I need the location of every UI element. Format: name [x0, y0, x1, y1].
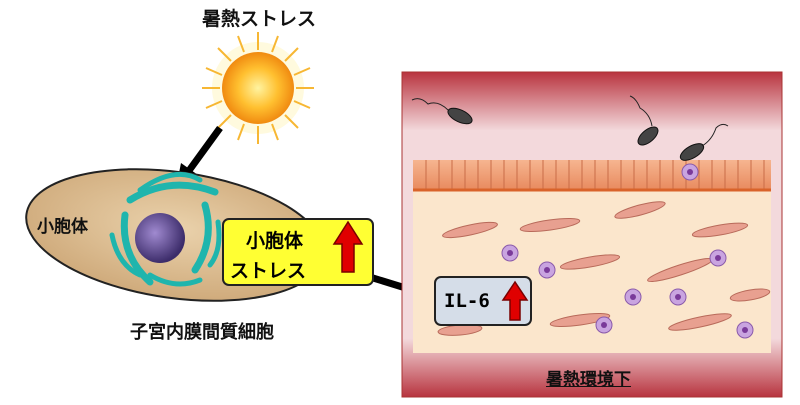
er-stress-line2: ストレス — [230, 260, 307, 282]
heat-stress-label: 暑熱ストレス — [202, 8, 317, 30]
cell-name-label: 子宮内膜間質細胞 — [130, 322, 274, 343]
tissue-panel — [401, 71, 783, 398]
sun-icon — [202, 32, 314, 144]
er-stress-line1: 小胞体 — [246, 230, 304, 252]
immune-cell-nuclei — [507, 169, 748, 333]
nucleus — [135, 213, 185, 263]
epithelium-layer — [413, 160, 771, 190]
golgi-label: 小胞体 — [37, 217, 88, 237]
er-stress-box: 小胞体 ストレス — [222, 218, 374, 286]
il6-label: IL-6 — [444, 290, 490, 312]
immune-cells — [501, 163, 754, 339]
environment-label: 暑熱環境下 — [546, 370, 631, 390]
il6-box: IL-6 — [434, 276, 532, 326]
bacteria — [411, 95, 729, 161]
golgi-apparatus — [109, 171, 222, 287]
